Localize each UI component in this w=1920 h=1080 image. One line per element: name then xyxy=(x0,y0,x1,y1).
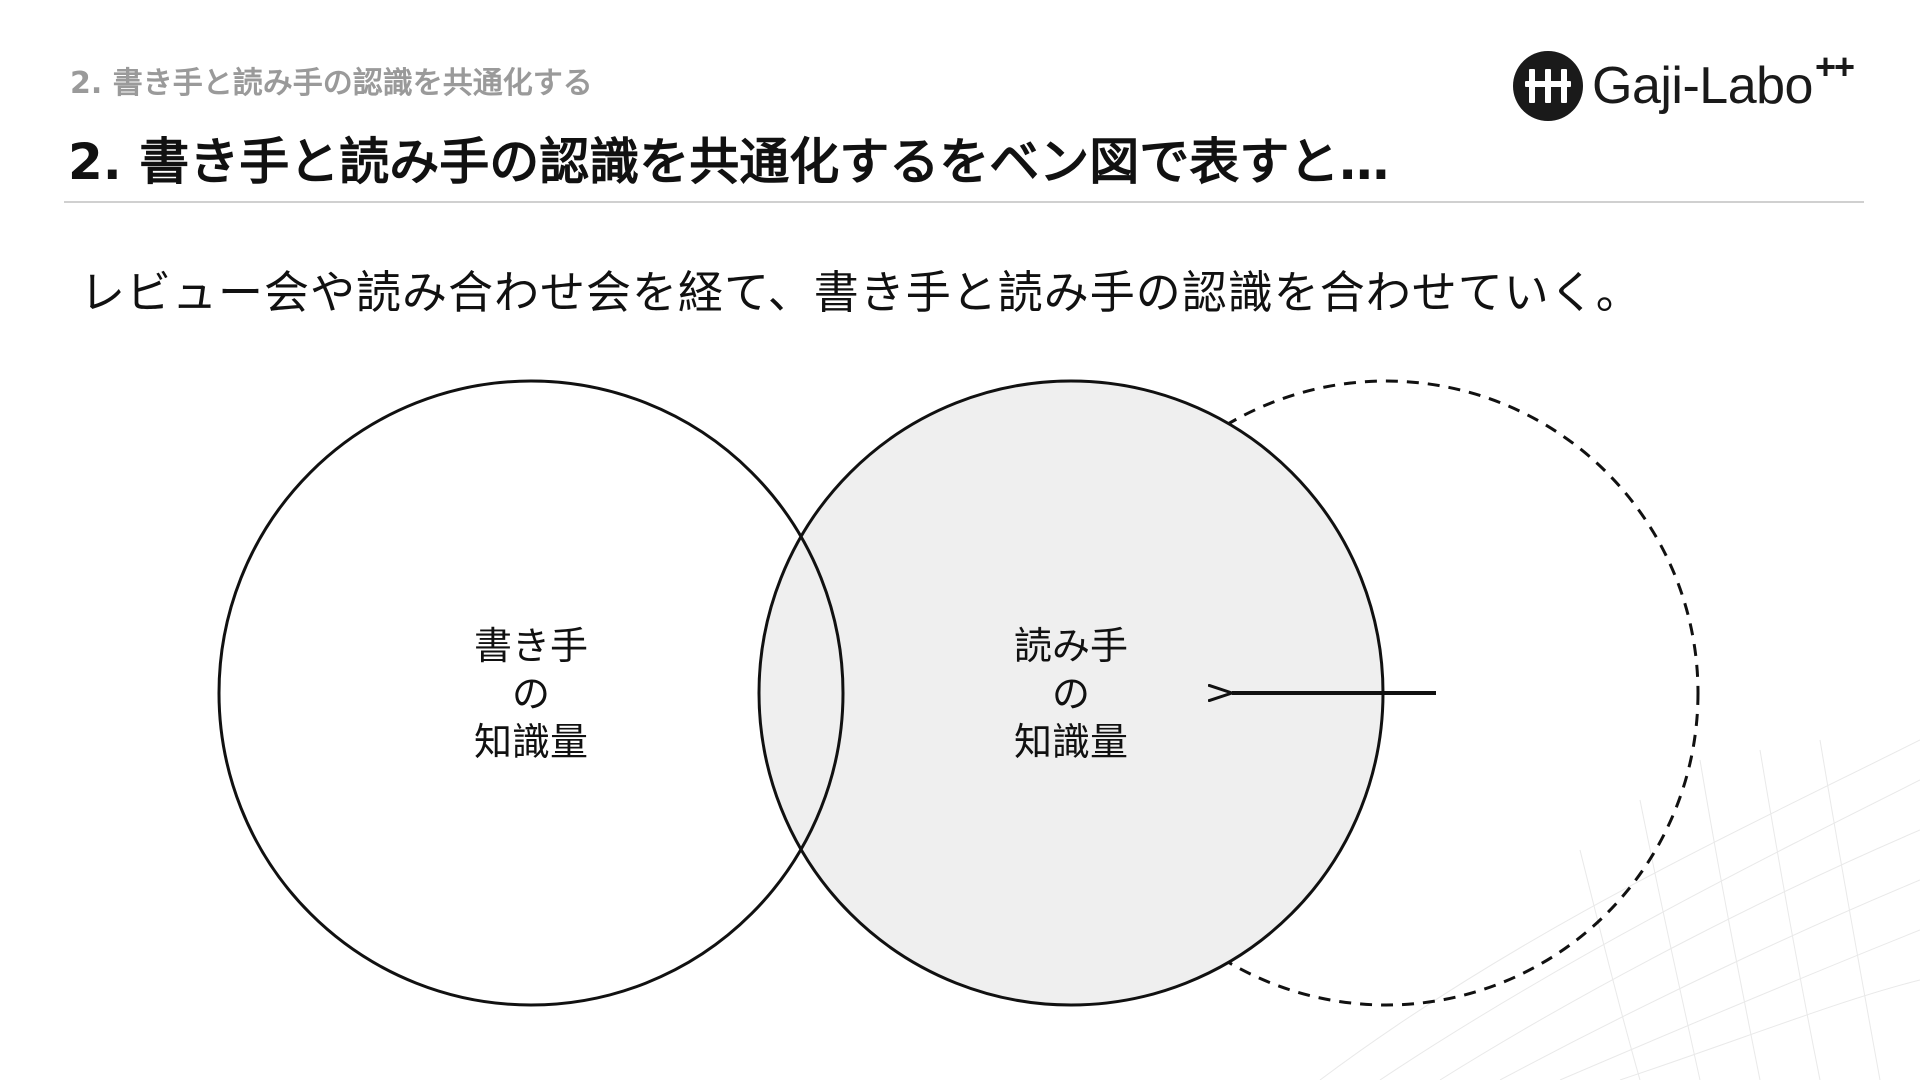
title-divider xyxy=(64,201,1864,203)
lead-text: レビュー会や読み合わせ会を経て、書き手と読み手の認識を合わせていく。 xyxy=(80,266,1642,319)
reader-label-line2: の xyxy=(1051,672,1090,716)
writer-circle-label: 書き手 の 知識量 xyxy=(411,622,651,766)
logo-superscript: ++ xyxy=(1814,46,1855,87)
reader-label-line1: 読み手 xyxy=(1013,624,1128,668)
writer-label-line1: 書き手 xyxy=(473,624,588,668)
breadcrumb: 2. 書き手と読み手の認識を共通化する xyxy=(70,66,593,101)
reader-label-line3: 知識量 xyxy=(1013,720,1128,764)
logo-wordmark: Gaji-Labo++ xyxy=(1592,46,1855,115)
reader-circle-label: 読み手 の 知識量 xyxy=(951,622,1191,766)
writer-label-line2: の xyxy=(511,672,550,716)
writer-label-line3: 知識量 xyxy=(473,720,588,764)
gaji-labo-logo: Gaji-Labo++ xyxy=(1512,46,1855,124)
writer-knowledge-circle xyxy=(217,379,845,1007)
target-dashed-circle xyxy=(1072,379,1700,1007)
reader-knowledge-circle xyxy=(759,381,1383,1005)
page-title: 2. 書き手と読み手の認識を共通化するをベン図で表すと… xyxy=(68,133,1390,191)
logo-mark-icon xyxy=(1513,51,1583,121)
